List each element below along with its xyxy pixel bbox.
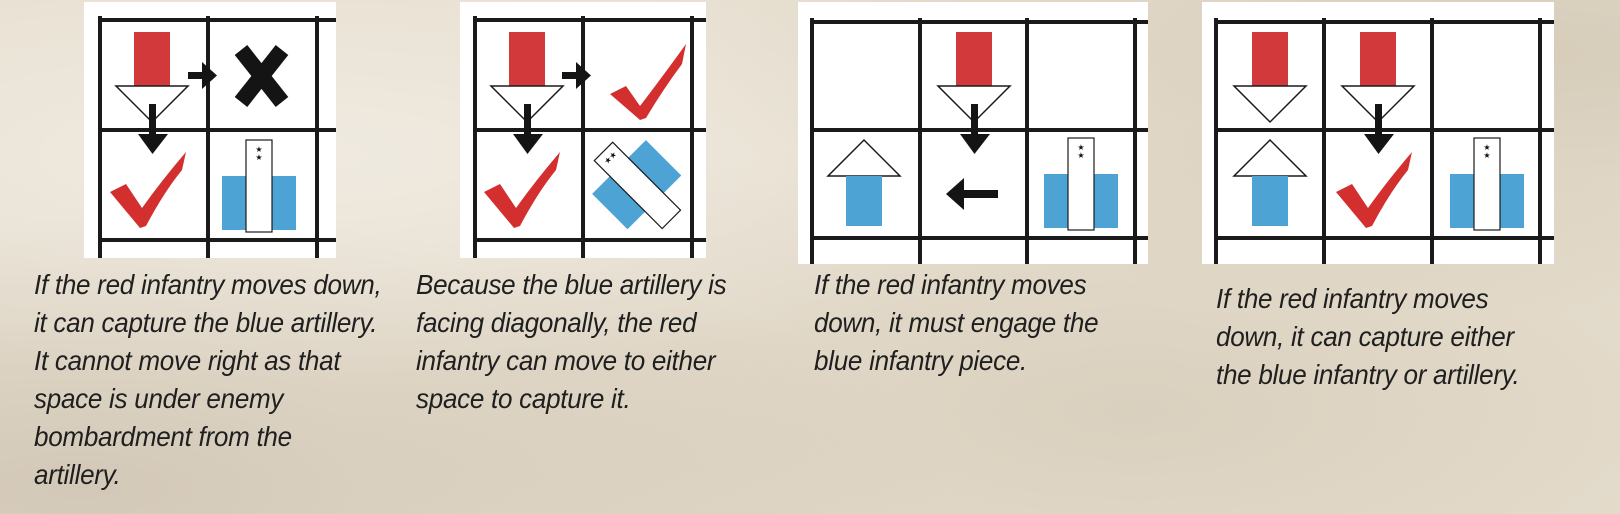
check-mark-icon — [110, 152, 186, 228]
svg-text:★: ★ — [255, 153, 262, 162]
arrow-right-icon — [188, 62, 217, 89]
caption-1: If the red infantry moves down, it can c… — [34, 269, 382, 490]
grid-4: ★ ★ — [1214, 18, 1554, 264]
blue-infantry-icon — [826, 138, 902, 226]
arrow-down-icon — [138, 104, 168, 154]
diagram-3: ★ ★ — [798, 2, 1148, 264]
grid-1: ★ ★ — [98, 16, 336, 258]
x-mark-icon — [234, 45, 289, 107]
svg-text:★: ★ — [607, 150, 618, 161]
red-infantry-icon — [1232, 32, 1308, 124]
caption-2: Because the blue artillery is facing dia… — [416, 269, 727, 414]
check-mark-icon — [1336, 152, 1412, 228]
grid-lines — [473, 16, 706, 258]
svg-text:★: ★ — [1077, 143, 1084, 152]
check-mark-icon — [484, 152, 560, 228]
svg-text:★: ★ — [1483, 143, 1490, 152]
arrow-down-icon — [1364, 104, 1394, 154]
blue-artillery-icon: ★ ★ — [222, 139, 296, 233]
blue-artillery-icon: ★ ★ — [1044, 137, 1118, 231]
blue-infantry-icon — [1232, 138, 1308, 226]
check-mark-icon — [610, 44, 686, 120]
caption-4: If the red infantry moves down, it can c… — [1216, 283, 1520, 390]
caption-3: If the red infantry moves down, it must … — [814, 269, 1099, 376]
svg-text:★: ★ — [1077, 151, 1084, 160]
blue-artillery-icon: ★ ★ — [1450, 137, 1524, 231]
svg-text:★: ★ — [1483, 151, 1490, 160]
grid-lines — [98, 16, 336, 258]
diagram-1: ★ ★ — [84, 2, 336, 258]
diagram-2: ★ ★ — [460, 2, 706, 258]
diagram-4: ★ ★ — [1202, 2, 1554, 264]
grid-2: ★ ★ — [473, 16, 706, 258]
grid-lines — [810, 18, 1148, 264]
svg-text:★: ★ — [602, 155, 613, 166]
grid-lines — [1214, 18, 1554, 264]
arrow-down-icon — [513, 104, 543, 154]
blue-artillery-diagonal-icon: ★ ★ — [592, 140, 682, 230]
grid-3: ★ ★ — [810, 18, 1148, 264]
arrow-down-icon — [960, 104, 990, 154]
svg-text:★: ★ — [255, 145, 262, 154]
arrow-right-icon — [562, 62, 591, 89]
arrow-left-icon — [946, 178, 998, 210]
